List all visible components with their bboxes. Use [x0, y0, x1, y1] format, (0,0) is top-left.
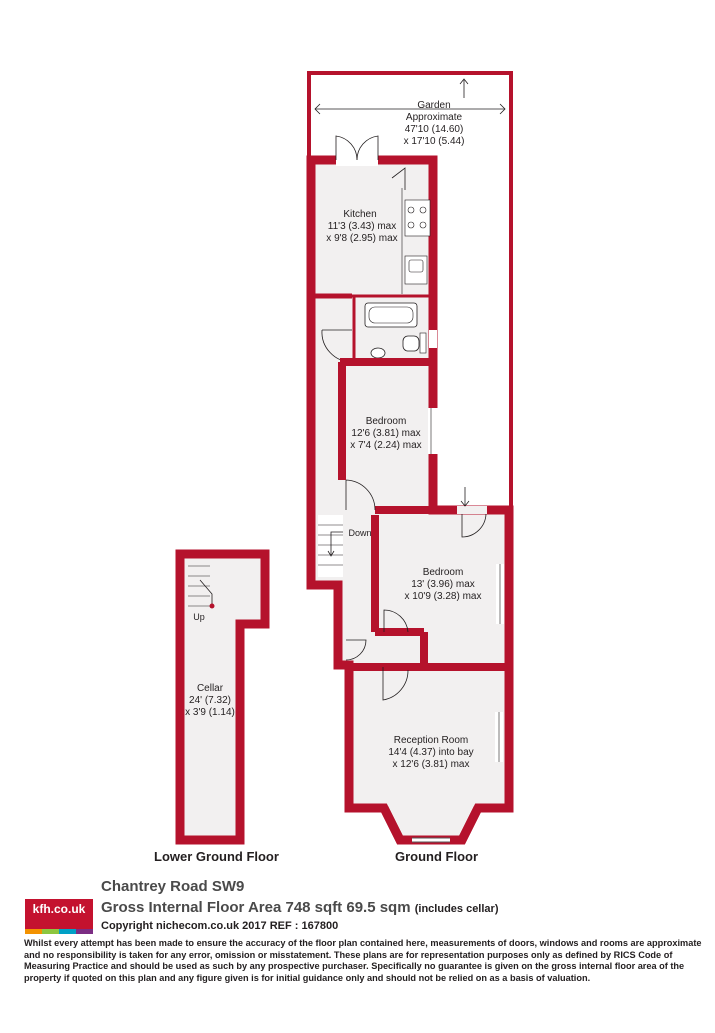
reception-dim-2: x 12'6 (3.81) max	[393, 759, 470, 770]
logo-bar-orange	[25, 929, 42, 934]
floor-area-text: Gross Internal Floor Area 748 sqft 69.5 …	[101, 899, 411, 916]
bedroom2-dim-1: 13' (3.96) max	[411, 579, 475, 590]
bedroom1-dim-1: 12'6 (3.81) max	[351, 428, 420, 439]
kitchen-label: Kitchen	[343, 209, 376, 220]
garden-label-approx: Approximate	[406, 112, 463, 123]
floor-area: Gross Internal Floor Area 748 sqft 69.5 …	[101, 899, 499, 916]
bedroom2-dim-2: x 10'9 (3.28) max	[405, 591, 482, 602]
disclaimer-text: Whilst every attempt has been made to en…	[24, 938, 702, 983]
floor-plan: Garden Approximate 47'10 (14.60) x 17'10…	[175, 71, 514, 845]
logo-text: kfh.co.uk	[32, 902, 86, 916]
kitchen-dim-2: x 9'8 (2.95) max	[326, 233, 397, 244]
cellar-walls	[175, 549, 270, 845]
reception-dim-1: 14'4 (4.37) into bay	[388, 747, 473, 758]
logo-bar-blue	[59, 929, 76, 934]
cellar-label: Cellar	[197, 683, 224, 694]
ground-floor-walls	[306, 135, 514, 845]
garden-dim-2: x 17'10 (5.44)	[404, 136, 465, 147]
stairs-up-label: Up	[193, 612, 205, 622]
logo-bar-purple	[76, 929, 93, 934]
bedroom1-label: Bedroom	[366, 416, 407, 427]
kfh-logo: kfh.co.uk	[25, 899, 93, 929]
bedroom1-dim-2: x 7'4 (2.24) max	[350, 440, 421, 451]
cellar-dim-1: 24' (7.32)	[189, 695, 231, 706]
bedroom2-label: Bedroom	[423, 567, 464, 578]
copyright-text: Copyright nichecom.co.uk 2017 REF : 1678…	[101, 920, 339, 932]
stairs-down-label: Down	[348, 528, 371, 538]
garden-dim-1: 47'10 (14.60)	[405, 124, 464, 135]
reception-label: Reception Room	[394, 735, 468, 746]
kitchen-dim-1: 11'3 (3.43) max	[328, 221, 396, 232]
garden-label: Garden	[417, 100, 450, 111]
ground-floor-label: Ground Floor	[395, 849, 479, 864]
lower-ground-floor-label: Lower Ground Floor	[154, 849, 279, 864]
logo-color-bar	[25, 929, 93, 934]
cellar-dim-2: x 3'9 (1.14)	[185, 707, 235, 718]
logo-bar-green	[42, 929, 59, 934]
property-title: Chantrey Road SW9	[101, 878, 245, 895]
floor-area-note: (includes cellar)	[414, 903, 499, 915]
